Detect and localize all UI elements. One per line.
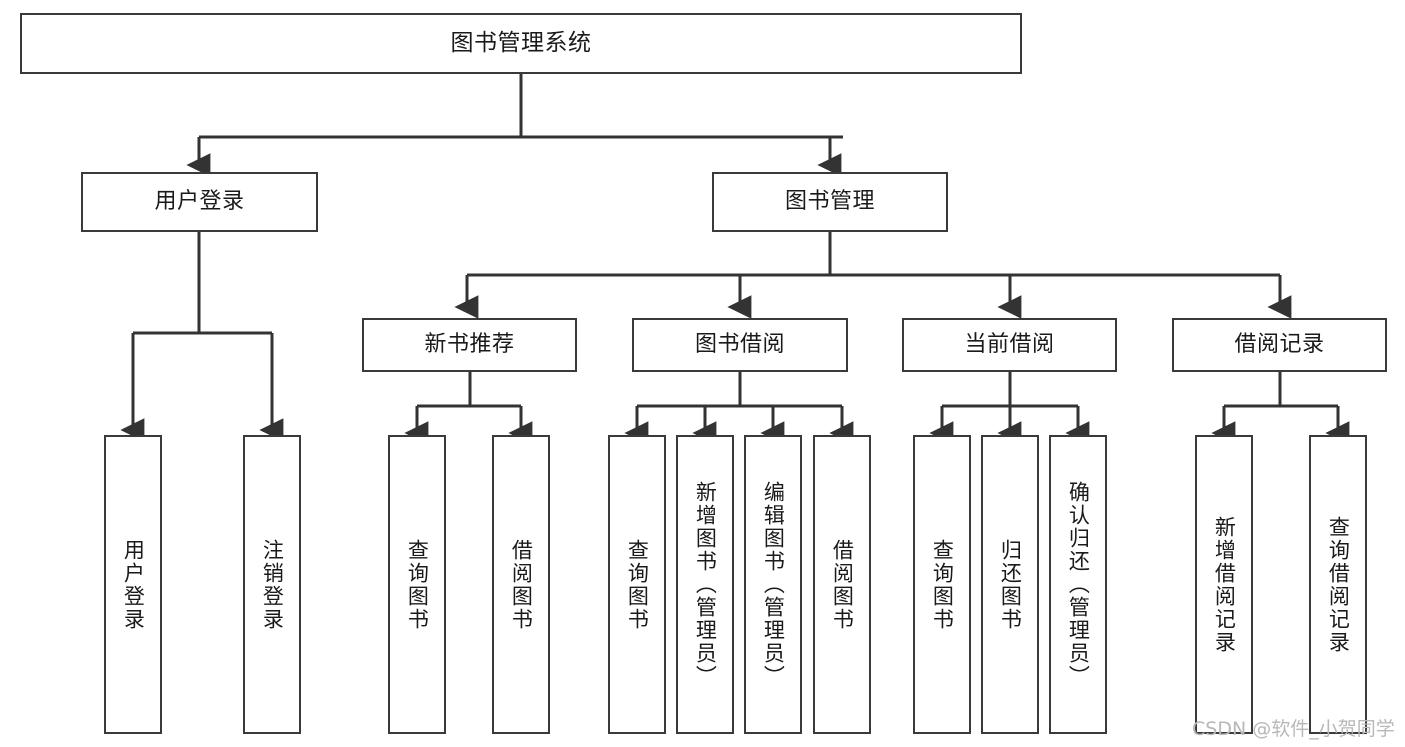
- leaf-user-login-logout[interactable]: 注销登录: [243, 435, 301, 734]
- node-label: 查询图书: [405, 538, 430, 631]
- node-label: 用户登录: [121, 538, 146, 631]
- node-current-borrowing[interactable]: 当前借阅: [902, 318, 1117, 372]
- node-label: 新增借阅记录: [1212, 515, 1237, 654]
- watermark: CSDN @软件_小贺同学: [1192, 718, 1395, 740]
- leaf-new-book-query-books[interactable]: 查询图书: [388, 435, 446, 734]
- node-label: 当前借阅: [964, 332, 1055, 358]
- node-label: 查询图书: [625, 538, 650, 631]
- node-label: 查询借阅记录: [1326, 515, 1351, 654]
- node-borrow-records[interactable]: 借阅记录: [1172, 318, 1387, 372]
- leaf-current-borrow-return-books[interactable]: 归还图书: [981, 435, 1039, 734]
- leaf-current-borrow-query-books[interactable]: 查询图书: [913, 435, 971, 734]
- node-label: 编辑图书（管理员）: [761, 481, 786, 688]
- node-label: 图书管理: [784, 189, 875, 215]
- leaf-book-borrow-add-book-admin[interactable]: 新增图书（管理员）: [676, 435, 734, 734]
- leaf-book-borrow-borrow-books[interactable]: 借阅图书: [813, 435, 871, 734]
- node-label: 借阅图书: [509, 538, 534, 631]
- node-label: 图书管理系统: [450, 30, 592, 57]
- node-label: 确认归还（管理员）: [1066, 481, 1091, 688]
- node-label: 借阅图书: [830, 538, 855, 631]
- leaf-new-book-borrow-books[interactable]: 借阅图书: [492, 435, 550, 734]
- node-label: 注销登录: [260, 538, 285, 631]
- leaf-user-login-login[interactable]: 用户登录: [104, 435, 162, 734]
- node-label: 新增图书（管理员）: [693, 481, 718, 688]
- leaf-borrow-record-add-record[interactable]: 新增借阅记录: [1195, 435, 1253, 734]
- node-label: 新书推荐: [424, 332, 515, 358]
- node-root-book-management-system[interactable]: 图书管理系统: [20, 13, 1022, 74]
- node-new-book-recommendation[interactable]: 新书推荐: [362, 318, 577, 372]
- node-book-borrowing[interactable]: 图书借阅: [632, 318, 848, 372]
- leaf-book-borrow-edit-book-admin[interactable]: 编辑图书（管理员）: [744, 435, 802, 734]
- node-label: 用户登录: [154, 189, 245, 215]
- leaf-borrow-record-query-record[interactable]: 查询借阅记录: [1309, 435, 1367, 734]
- node-label: 图书借阅: [694, 332, 785, 358]
- leaf-current-borrow-confirm-return-admin[interactable]: 确认归还（管理员）: [1049, 435, 1107, 734]
- node-book-management[interactable]: 图书管理: [712, 172, 948, 232]
- node-label: 归还图书: [998, 538, 1023, 631]
- node-label: 查询图书: [930, 538, 955, 631]
- node-label: 借阅记录: [1234, 332, 1325, 358]
- leaf-book-borrow-query-books[interactable]: 查询图书: [608, 435, 666, 734]
- node-user-login[interactable]: 用户登录: [81, 172, 318, 232]
